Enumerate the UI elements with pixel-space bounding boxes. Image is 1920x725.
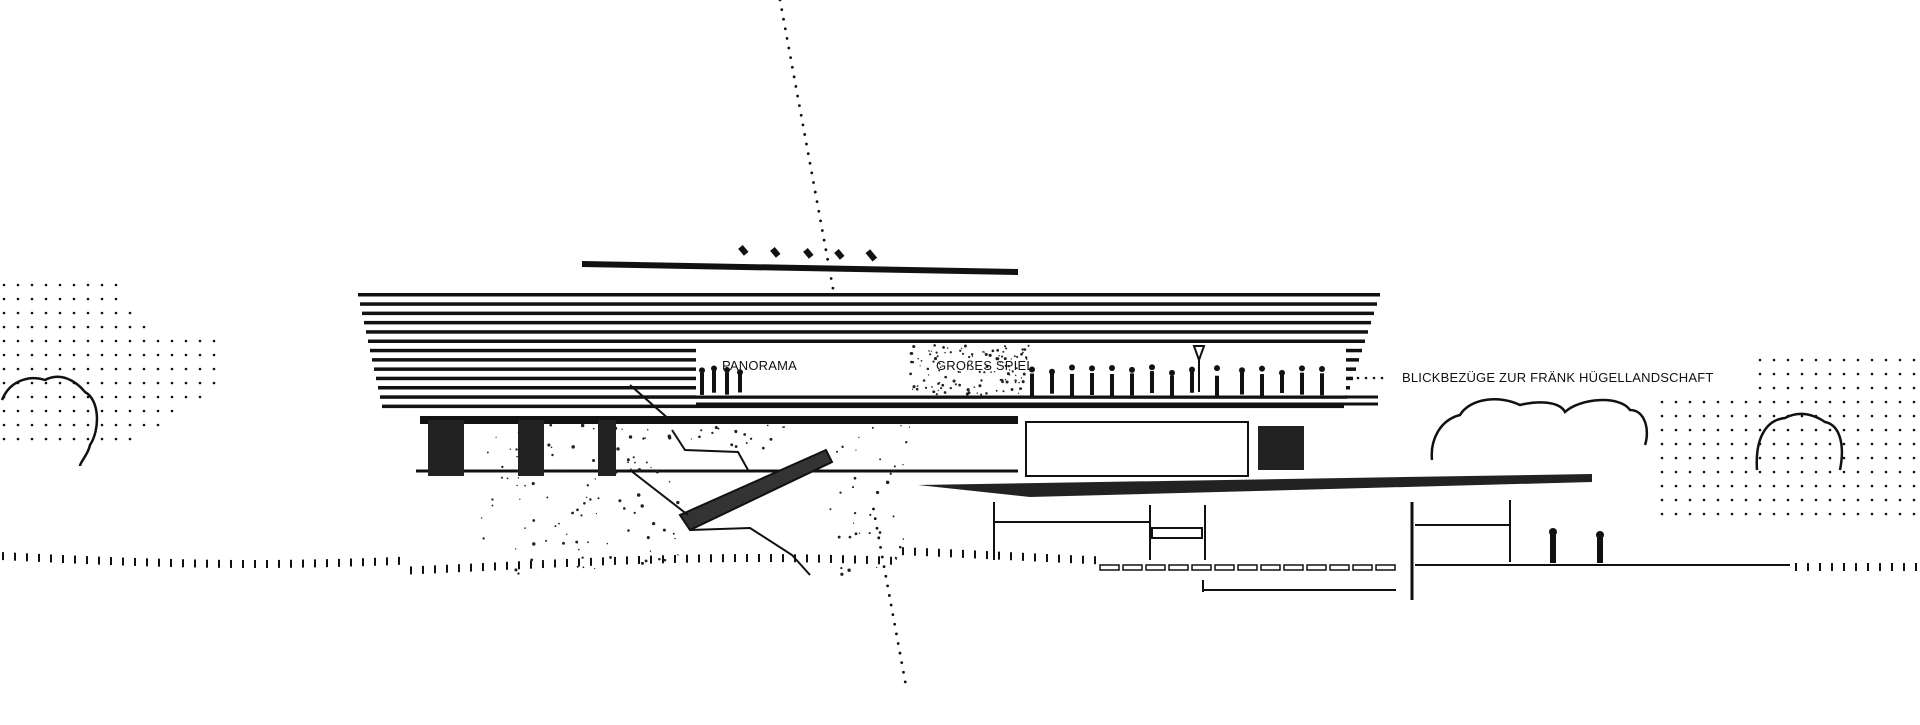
standing-figures xyxy=(1549,528,1604,563)
person-figure xyxy=(1030,373,1034,396)
label-blickbezuege: BLICKBEZÜGE ZUR FRÄNK HÜGELLANDSCHAFT xyxy=(1402,370,1714,385)
paving-blocks xyxy=(1099,564,1396,571)
person-figure xyxy=(1170,375,1174,398)
person-figure xyxy=(725,372,729,395)
ground-line-dashes xyxy=(2,547,1917,575)
person-figure xyxy=(1110,374,1114,397)
person-figure xyxy=(1240,372,1244,395)
person-figure xyxy=(1150,371,1154,394)
person-figure xyxy=(738,370,742,393)
gallery-opening xyxy=(696,343,1346,396)
person-figure xyxy=(1130,373,1134,396)
person-figure xyxy=(1280,371,1284,394)
person-figure xyxy=(1070,373,1074,396)
roof-stripe xyxy=(362,311,1374,316)
person-figure xyxy=(1090,372,1094,395)
lower-level xyxy=(416,344,1304,576)
person-figure xyxy=(1050,371,1054,394)
cantilever-wedge xyxy=(918,474,1592,497)
lower-structure xyxy=(993,500,1790,600)
roof-stripe xyxy=(382,404,1344,409)
dotted-vegetation-left xyxy=(2,283,216,441)
pillar xyxy=(428,420,464,476)
canopy-figures xyxy=(738,245,878,262)
label-grosses-spiel: GROßES SPIEL xyxy=(936,358,1034,373)
tree-outlines xyxy=(0,375,1844,471)
stair-ramp xyxy=(629,384,834,576)
person-figure xyxy=(700,372,704,395)
person-figure xyxy=(1300,372,1304,395)
person-figure xyxy=(1215,375,1219,398)
person-figure xyxy=(1190,370,1194,393)
pillar xyxy=(518,420,544,476)
roof-stripe xyxy=(364,320,1371,325)
view-line-dots xyxy=(1348,376,1384,380)
person-figure xyxy=(1320,373,1324,396)
roof-canopy-bar xyxy=(582,261,1018,275)
dotted-vegetation-right xyxy=(1660,358,1916,516)
gallery-people-figures xyxy=(699,364,1325,398)
dark-window xyxy=(1258,426,1304,470)
person-figure xyxy=(712,370,716,393)
roof-stripe xyxy=(366,330,1368,334)
label-panorama: PANORAMA xyxy=(722,358,797,373)
roof-stripe xyxy=(360,302,1377,306)
marker-triangle-icon xyxy=(1192,345,1206,363)
person-figure xyxy=(1260,374,1264,397)
roof-stripe xyxy=(358,293,1380,297)
roof-stripe xyxy=(368,339,1365,343)
pillar xyxy=(598,420,616,476)
